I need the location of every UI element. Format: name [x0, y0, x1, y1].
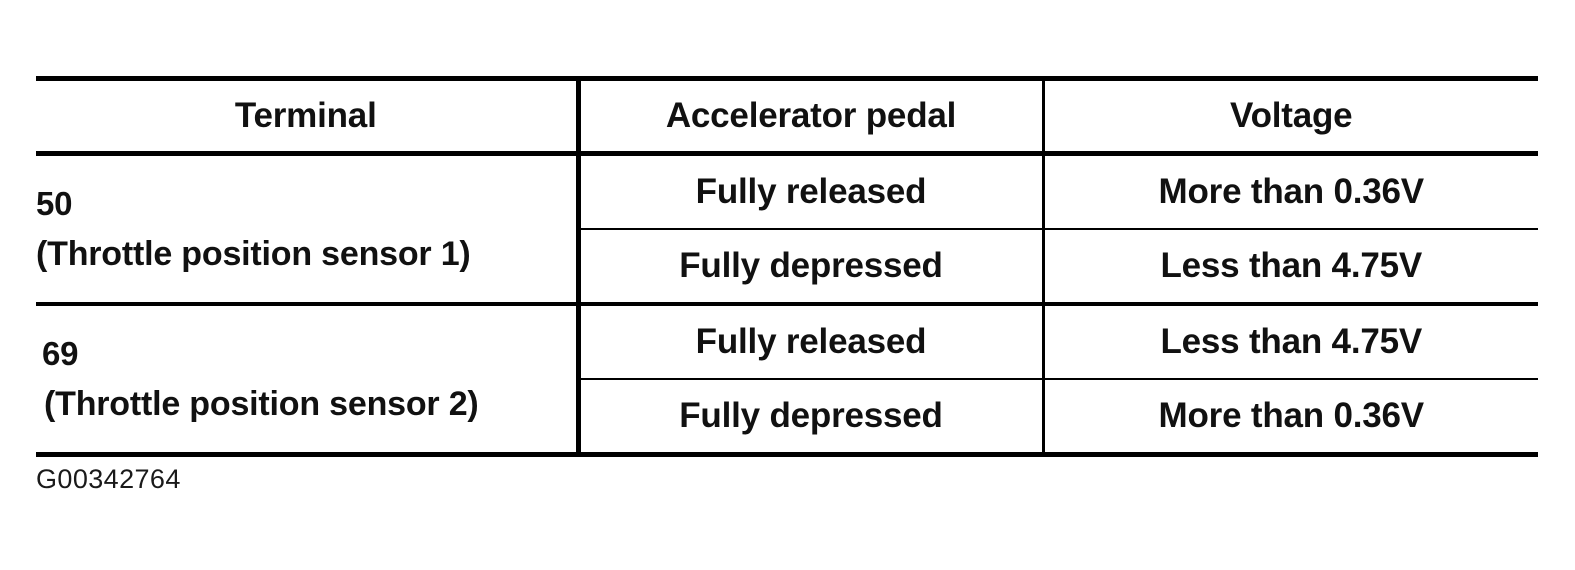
table-row: 50 (Throttle position sensor 1) Fully re… — [36, 153, 1538, 306]
pedal-state-cell: Fully released — [578, 304, 1045, 380]
table-header-row: Terminal Accelerator pedal Voltage — [36, 76, 1538, 156]
terminal-description: (Throttle position sensor 2) — [44, 385, 479, 423]
column-header-accelerator-pedal: Accelerator pedal — [578, 76, 1045, 156]
figure-reference-caption: G00342764 — [36, 464, 181, 494]
table-row: 69 (Throttle position sensor 2) Fully re… — [36, 304, 1538, 457]
column-header-voltage: Voltage — [1043, 76, 1538, 156]
table-row: Fully depressed Less than 4.75V — [36, 229, 1538, 306]
terminal-number: 69 — [42, 335, 79, 372]
voltage-value-cell: Less than 4.75V — [1043, 304, 1538, 380]
pedal-state-cell: Fully depressed — [578, 379, 1045, 457]
pedal-state-cell: Fully depressed — [578, 229, 1045, 306]
voltage-value-cell: More than 0.36V — [1043, 153, 1538, 230]
specification-table: Terminal Accelerator pedal Voltage 50 (T… — [36, 76, 1538, 457]
terminal-number: 50 — [36, 185, 73, 222]
column-header-terminal: Terminal — [36, 76, 581, 156]
table-row: Fully depressed More than 0.36V — [36, 379, 1538, 457]
terminal-cell-group-1: 50 (Throttle position sensor 1) — [36, 153, 581, 306]
voltage-value-cell: More than 0.36V — [1043, 379, 1538, 457]
pedal-state-cell: Fully released — [578, 153, 1045, 230]
terminal-description: (Throttle position sensor 1) — [36, 235, 471, 273]
voltage-value-cell: Less than 4.75V — [1043, 229, 1538, 306]
terminal-cell-group-2: 69 (Throttle position sensor 2) — [36, 304, 581, 457]
